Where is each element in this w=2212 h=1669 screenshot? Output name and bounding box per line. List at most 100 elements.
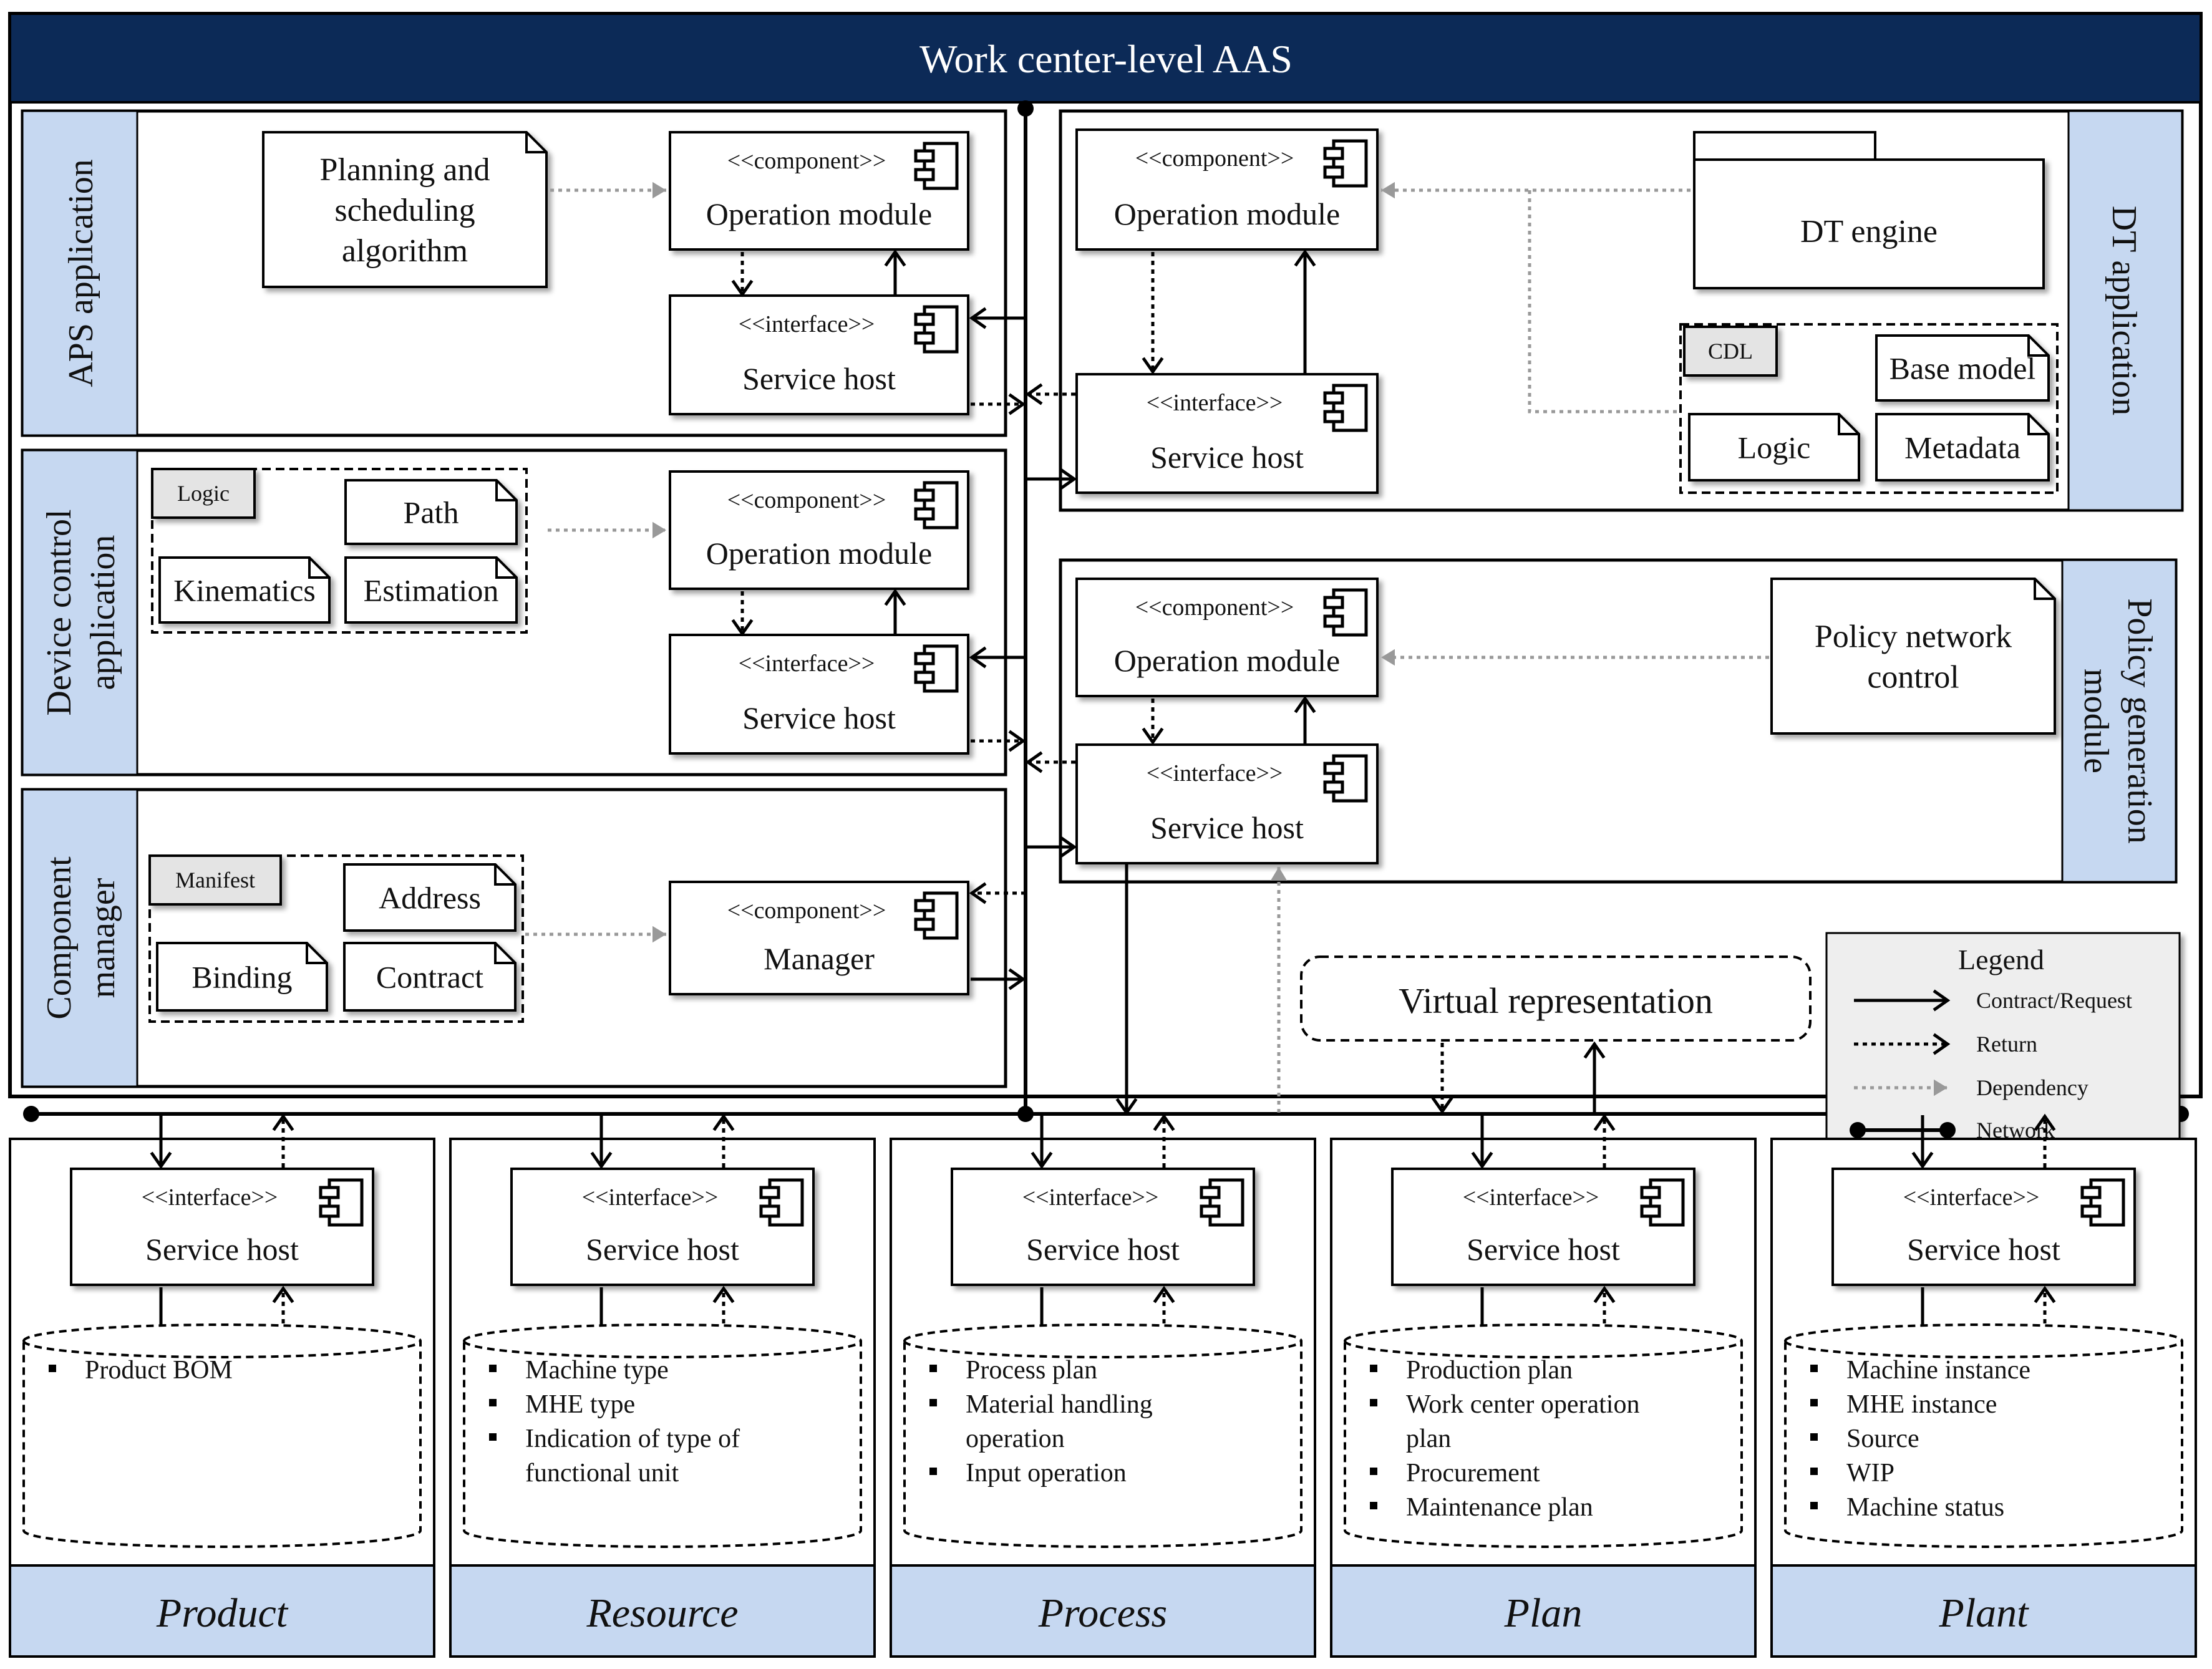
arrow-head xyxy=(1933,1033,1951,1055)
data-item-text: functional unit xyxy=(525,1459,679,1488)
data-item-text: Machine instance xyxy=(1846,1356,2030,1385)
arrow-head xyxy=(1381,181,1395,199)
data-column-label-band xyxy=(1330,1564,1757,1658)
data-item-text: Machine status xyxy=(1846,1493,2004,1522)
data-service-host-label: Service host xyxy=(1907,1232,2060,1267)
stereotype-text: <<interface>> xyxy=(739,311,875,337)
component-icon-tab xyxy=(1323,165,1344,179)
stereotype-text: <<component>> xyxy=(1135,145,1294,172)
stereotype-text: <<component>> xyxy=(1135,594,1294,621)
arrow-head xyxy=(969,882,987,904)
arrow-head xyxy=(884,249,906,267)
page-title: Work center-level AAS xyxy=(919,37,1293,81)
kinematics-note-fold xyxy=(308,558,329,579)
data-column-label: Resource xyxy=(586,1590,738,1636)
stereotype-text: <<interface>> xyxy=(1147,760,1283,786)
data-item-text: Indication of type of xyxy=(525,1425,740,1453)
arrow-head xyxy=(1031,1151,1053,1169)
legend-network-node xyxy=(1939,1122,1956,1138)
bullet-marker xyxy=(1370,1502,1377,1509)
planning-note-fold xyxy=(525,132,546,153)
component-icon-tab xyxy=(1200,1186,1221,1199)
path-note-text: Path xyxy=(404,495,459,530)
arrow-head xyxy=(1142,357,1164,375)
component-icon-tab xyxy=(914,899,935,912)
stereotype-text: <<interface>> xyxy=(142,1184,278,1211)
stereotype-text: <<interface>> xyxy=(1147,390,1283,416)
arrow-head xyxy=(652,181,666,199)
data-item-text: Production plan xyxy=(1406,1356,1573,1385)
aps-section-label-group: APS application xyxy=(62,159,100,387)
data-item-text: Work center operation xyxy=(1406,1390,1639,1419)
arrow-head xyxy=(1294,249,1316,267)
component-icon-tab xyxy=(914,917,935,931)
dt-engine-label: DT engine xyxy=(1800,214,1938,249)
planning-note xyxy=(262,131,548,288)
database-cylinder xyxy=(1784,1323,2183,1548)
logic-note-fold xyxy=(1838,414,1859,435)
policy-service-host-label: Service host xyxy=(1150,810,1304,845)
planning-note-text: algorithm xyxy=(342,233,468,269)
kinematics-note xyxy=(158,556,331,624)
database-cylinder-rim xyxy=(1784,1340,2183,1358)
data-column-label-band xyxy=(9,1564,435,1658)
component-icon-tab xyxy=(914,488,935,502)
device-service-host-label: Service host xyxy=(742,700,896,735)
data-item-text: Process plan xyxy=(966,1356,1097,1385)
title-bar xyxy=(9,12,2202,104)
component-icon-tab xyxy=(1323,391,1344,405)
arrow-head xyxy=(712,1285,735,1304)
arrow-head xyxy=(1593,1113,1616,1131)
device-logic-tag-text: Logic xyxy=(177,481,230,506)
manifest-tag-text: Manifest xyxy=(175,868,255,893)
component-icon-tab xyxy=(319,1186,340,1199)
binding-note xyxy=(156,942,328,1012)
legend-return-label: Return xyxy=(1976,1032,2037,1057)
planning-note-text: Planning and xyxy=(320,152,490,188)
bullet-marker xyxy=(1810,1433,1818,1441)
arrow-head xyxy=(731,619,754,637)
component-icon-tab xyxy=(2080,1204,2102,1218)
database-cylinder xyxy=(903,1323,1302,1548)
aps-service-host-label: Service host xyxy=(742,361,896,396)
component-icon-tab xyxy=(914,507,935,521)
data-item-text: Product BOM xyxy=(85,1356,233,1385)
metadata-note-fold xyxy=(2027,414,2049,435)
arrow-head xyxy=(1008,968,1026,990)
arrow-head xyxy=(1471,1151,1493,1169)
database-cylinder-rim xyxy=(463,1340,862,1358)
policy-section-label-text: Policy generation xyxy=(2120,598,2159,843)
data-service-host-label: Service host xyxy=(1026,1232,1180,1267)
arrow-head xyxy=(1294,695,1316,714)
network-node xyxy=(23,1106,39,1122)
binding-note-text: Binding xyxy=(192,960,292,995)
component-icon-tab xyxy=(1200,1204,1221,1218)
logic-note-text: Logic xyxy=(1738,430,1811,465)
component-icon-tab xyxy=(914,652,935,665)
database-cylinder xyxy=(1344,1323,1743,1548)
base-model-note-text: Base model xyxy=(1889,351,2036,386)
component-icon-tab xyxy=(914,312,935,326)
address-note xyxy=(343,863,517,932)
arrow-head xyxy=(1270,867,1288,881)
stereotype-text: <<interface>> xyxy=(739,651,875,677)
bullet-marker xyxy=(489,1433,497,1441)
arrow-head xyxy=(150,1151,172,1169)
data-column-label-band xyxy=(1770,1564,2197,1658)
data-item-text: Procurement xyxy=(1406,1459,1540,1488)
planning-note-text: scheduling xyxy=(334,193,475,228)
bullet-marker xyxy=(1810,1399,1818,1406)
arrow-head xyxy=(590,1151,613,1169)
data-column-label: Process xyxy=(1038,1590,1168,1636)
arrow-head xyxy=(1933,989,1951,1012)
bullet-marker xyxy=(1810,1502,1818,1509)
component-manager-section-label xyxy=(21,788,138,1088)
logic-note xyxy=(1688,413,1860,481)
virtual-representation-label: Virtual representation xyxy=(1399,980,1713,1021)
component-icon-tab xyxy=(2080,1186,2102,1199)
arrow-head xyxy=(1008,730,1026,752)
component-icon-tab xyxy=(914,331,935,345)
arrow-head xyxy=(1583,1041,1606,1059)
data-item-text: Maintenance plan xyxy=(1406,1493,1593,1522)
virtual-representation-box xyxy=(1300,955,1812,1042)
